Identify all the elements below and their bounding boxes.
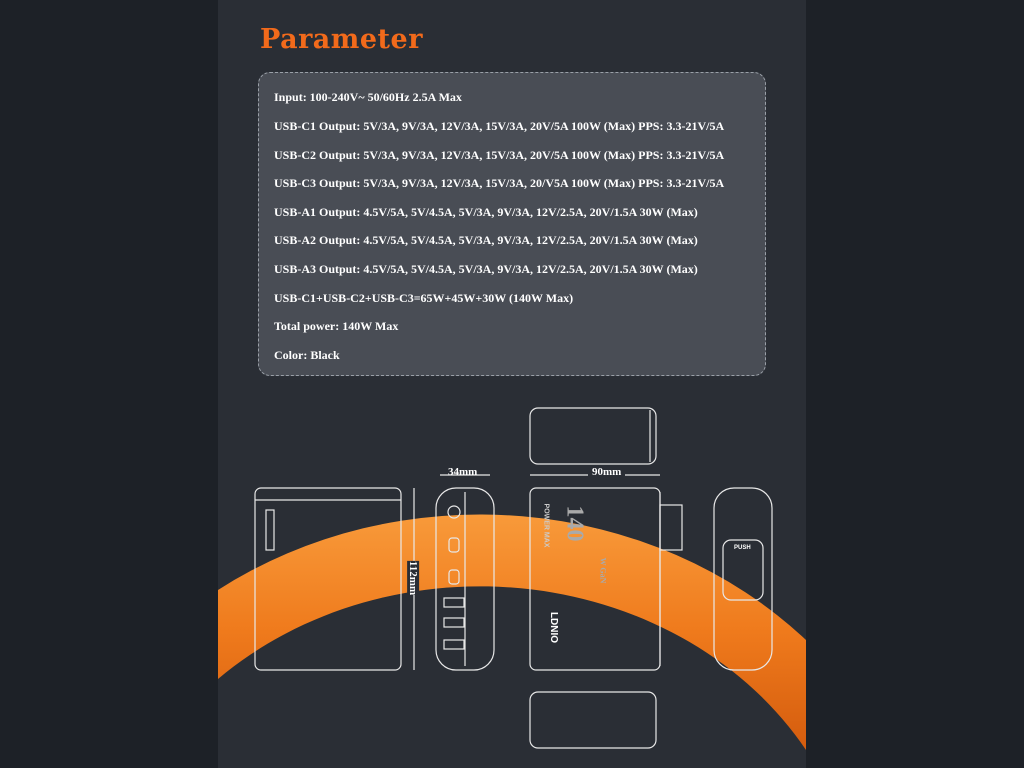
top-view-drawing: [529, 407, 657, 465]
spec-line: USB-C3 Output: 5V/3A, 9V/3A, 12V/3A, 15V…: [274, 176, 725, 190]
spec-line: USB-C1+USB-C2+USB-C3=65W+45W+30W (140W M…: [274, 291, 574, 305]
spec-line: Input: 100-240V~ 50/60Hz 2.5A Max: [274, 90, 462, 104]
product-panel: Parameter Input: 100-240V~ 50/60Hz 2.5A …: [218, 0, 806, 768]
spec-line: USB-C1 Output: 5V/3A, 9V/3A, 12V/3A, 15V…: [274, 119, 725, 133]
side-view-drawing: [254, 487, 402, 671]
depth-label: 34mm: [448, 466, 478, 478]
bottom-view-drawing: [529, 691, 657, 749]
power-text: 140: [561, 505, 588, 542]
back-view-drawing: [713, 487, 773, 671]
main-view-drawing: [529, 487, 683, 671]
width-label: 90mm: [588, 466, 626, 478]
spec-line: USB-A3 Output: 4.5V/5A, 5V/4.5A, 5V/3A, …: [274, 262, 698, 276]
spec-line: Total power: 140W Max: [274, 319, 399, 333]
orange-ring: [218, 514, 806, 750]
spec-box: Input: 100-240V~ 50/60Hz 2.5A Max USB-C1…: [258, 72, 766, 376]
brand-logo: LDNIO: [548, 611, 560, 644]
gan-text: W GaN: [598, 557, 608, 584]
spec-line: USB-A1 Output: 4.5V/5A, 5V/4.5A, 5V/3A, …: [274, 205, 698, 219]
technical-drawings: [254, 407, 773, 749]
power-max-text: POWER MAX: [542, 503, 550, 548]
spec-line: Color: Black: [274, 348, 340, 362]
page-title: Parameter: [260, 24, 423, 55]
front-view-drawing: [435, 487, 495, 671]
height-label: 112mm: [407, 560, 420, 596]
dimension-lines: [413, 474, 660, 670]
spec-line: USB-A2 Output: 4.5V/5A, 5V/4.5A, 5V/3A, …: [274, 233, 698, 247]
push-label: PUSH: [734, 545, 751, 551]
spec-line: USB-C2 Output: 5V/3A, 9V/3A, 12V/3A, 15V…: [274, 148, 725, 162]
